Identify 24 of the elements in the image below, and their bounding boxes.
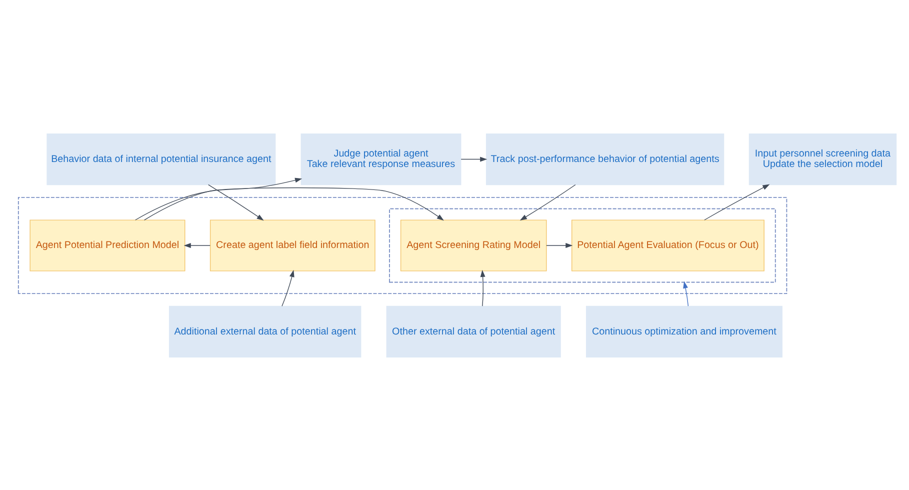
node-box: Input personnel screening data Update the selection model <box>748 132 897 185</box>
arrow <box>144 186 444 220</box>
node-box: Other external data of potential agent <box>386 305 561 358</box>
arrow <box>460 156 488 162</box>
node-box: Potential Agent Evaluation (Focus or Out) <box>571 219 764 271</box>
cluster <box>18 196 788 294</box>
arrow <box>282 269 294 306</box>
cluster <box>389 208 776 282</box>
node-box: Continuous optimization and improvement <box>586 305 782 358</box>
node-box: Track post-performance behavior of potential agents <box>486 132 724 185</box>
arrow <box>704 184 770 220</box>
arrow <box>135 177 302 220</box>
arrow <box>520 184 576 220</box>
arrow <box>208 184 264 220</box>
node-box: Create agent label field information <box>210 219 376 271</box>
arrow <box>480 269 486 306</box>
arrow <box>184 242 210 248</box>
arrow <box>683 280 689 306</box>
node-box: Agent Potential Prediction Model <box>30 219 186 271</box>
node-box: Additional external data of potential agent <box>168 305 362 358</box>
arrow <box>546 242 573 248</box>
node-box: Behavior data of internal potential insurance agent <box>46 132 276 185</box>
node-box: Judge potential agent Take relevant response measures <box>300 132 462 185</box>
node-box: Agent Screening Rating Model <box>400 219 547 271</box>
